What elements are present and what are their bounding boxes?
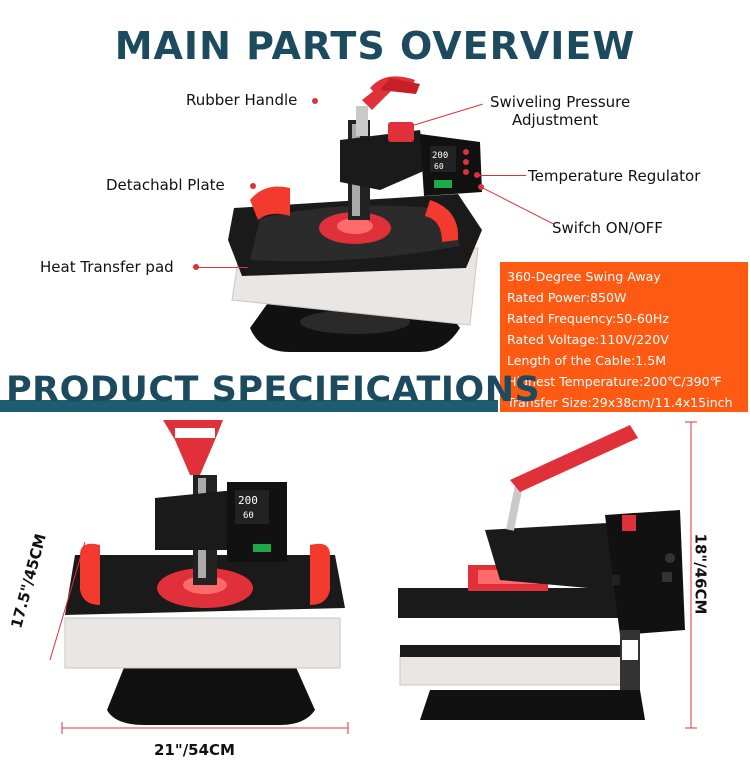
- callout-swivel-dot: [402, 125, 408, 131]
- page-title: MAIN PARTS OVERVIEW: [114, 24, 636, 68]
- spec-line: Highest Temperature:200℃/390℉: [507, 374, 722, 389]
- callout-rubber-handle-dot: [312, 98, 318, 104]
- spec-line: 360-Degree Swing Away: [507, 269, 661, 284]
- front-display-reading: 200: [238, 494, 258, 507]
- main-display-sub: 60: [434, 162, 444, 171]
- dimension-width: 21"/54CM: [154, 741, 235, 759]
- spec-panel: 360-Degree Swing Away Rated Power:850W R…: [500, 262, 748, 412]
- callout-swivel-line1: Swiveling Pressure: [490, 93, 631, 111]
- depth-dimension-line: [49, 541, 86, 661]
- width-dimension-line: [61, 722, 349, 734]
- callout-switch-dot: [478, 184, 484, 190]
- spec-line: Length of the Cable:1.5M: [507, 353, 667, 368]
- callout-detachable-plate-dot: [250, 183, 256, 189]
- main-display-reading: 200: [432, 151, 448, 161]
- height-dimension-line: [685, 421, 697, 729]
- spec-line: Rated Power:850W: [507, 290, 627, 305]
- callout-temperature-regulator: Temperature Regulator: [528, 167, 701, 185]
- dimension-height: 18"/46CM: [691, 533, 710, 615]
- callout-detachable-plate: Detachabl Plate: [106, 176, 225, 194]
- spec-banner-strip: [0, 400, 498, 412]
- heat-press-main-illustration: 200 60: [228, 76, 482, 352]
- spec-line: Rated Voltage:110V/220V: [507, 332, 669, 347]
- front-display-sub: 60: [243, 511, 254, 521]
- heat-press-side-view: [398, 425, 685, 720]
- callout-switch: Swifch ON/OFF: [552, 219, 663, 237]
- callout-heat-transfer-pad: Heat Transfer pad: [40, 258, 174, 276]
- callout-swivel-line2: Adjustment: [512, 111, 599, 129]
- callout-rubber-handle: Rubber Handle: [186, 91, 298, 109]
- callout-temperature-leader: [478, 175, 526, 176]
- callout-heat-pad-dot: [193, 264, 199, 270]
- heat-press-front-view: 200 60: [64, 420, 345, 725]
- spec-line: Rated Frequency:50-60Hz: [507, 311, 669, 326]
- callout-temperature-dot: [474, 172, 480, 178]
- spec-line: Transfer Size:29x38cm/11.4x15inch: [507, 395, 733, 410]
- spec-banner-title: PRODUCT SPECIFICATIONS: [6, 370, 541, 410]
- callout-heat-pad-leader: [198, 267, 248, 268]
